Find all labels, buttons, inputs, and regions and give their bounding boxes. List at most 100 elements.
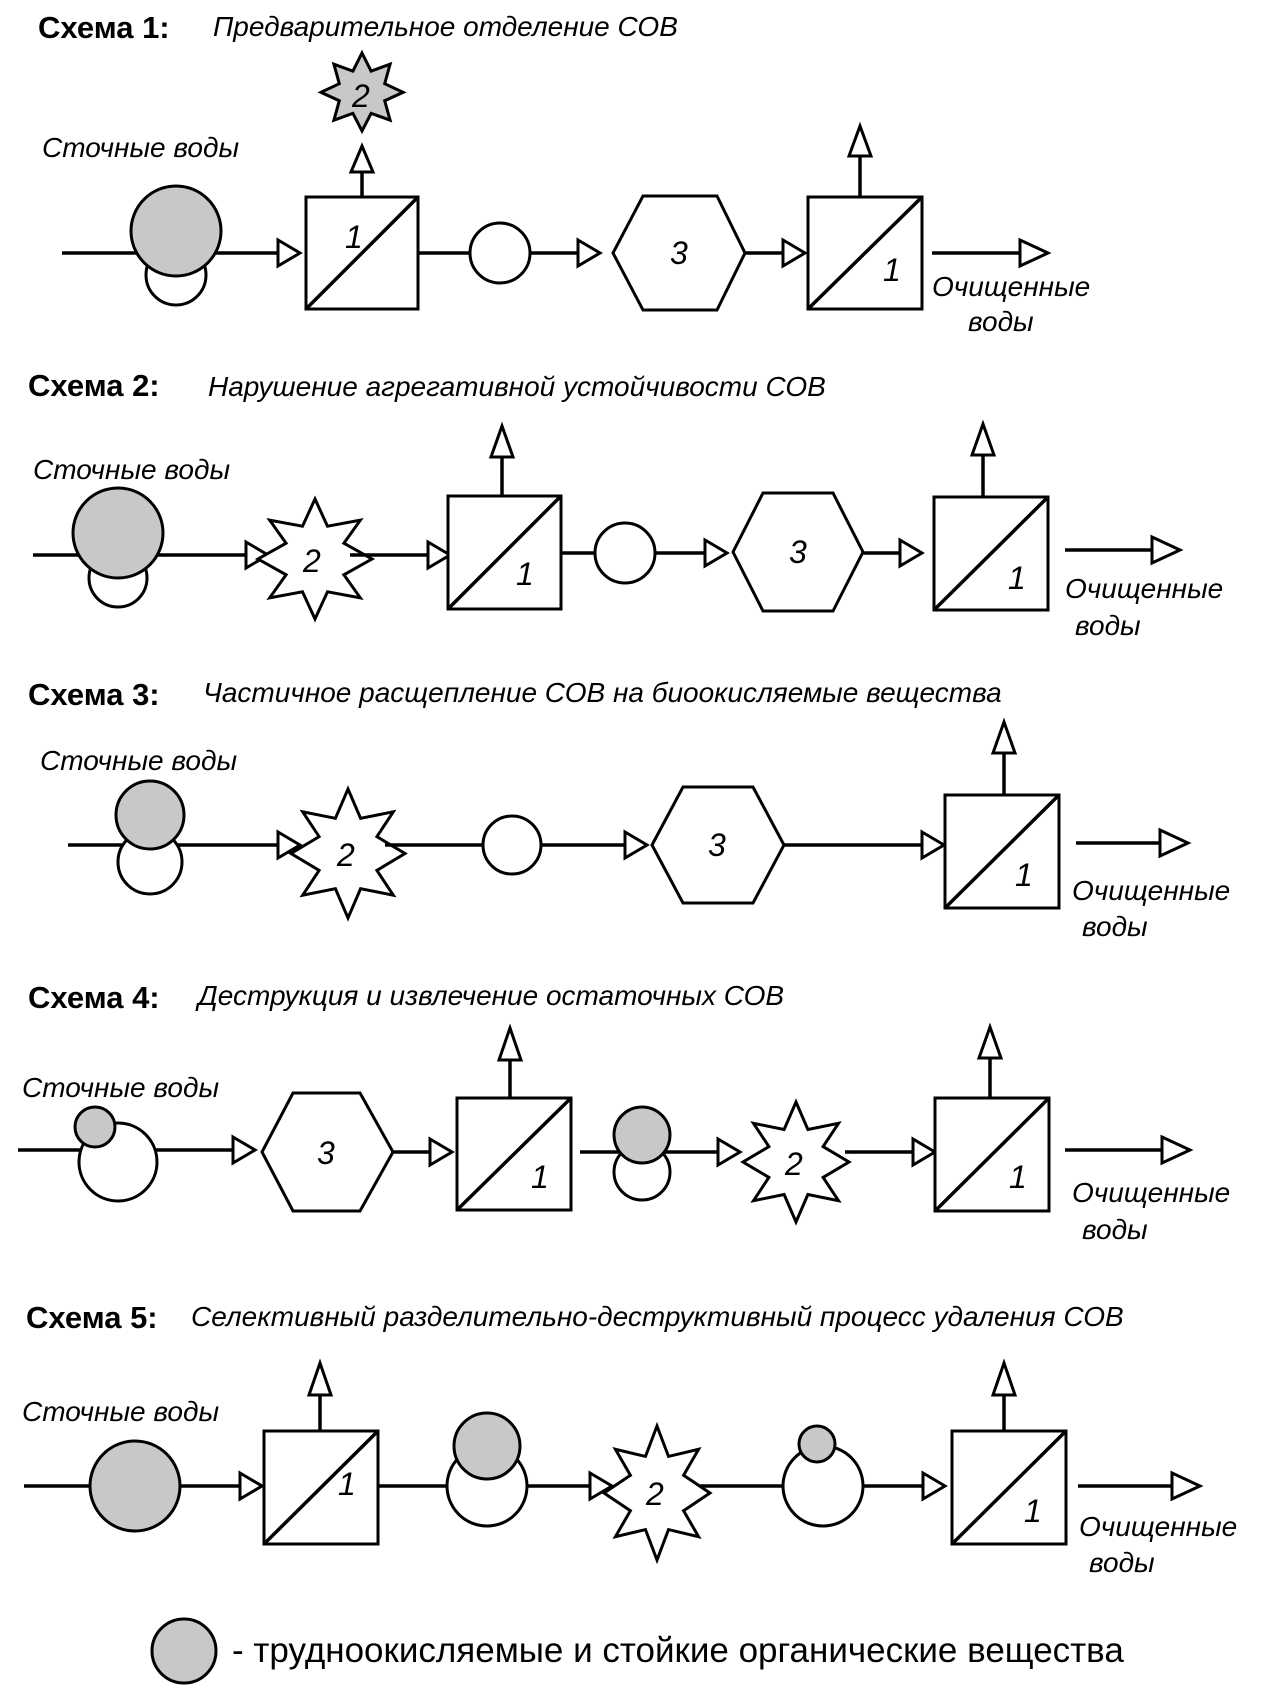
flow-arrowhead — [898, 537, 925, 569]
unit-number: 2 — [336, 837, 355, 873]
flow-arrowhead — [703, 537, 730, 569]
flow-arrowhead — [276, 237, 303, 269]
output-arrowhead — [846, 121, 874, 158]
separation-unit: 1 — [262, 1429, 380, 1546]
flow-arrowhead — [781, 237, 808, 269]
gray-particle — [114, 779, 186, 851]
flow-arrowhead — [716, 1136, 743, 1168]
scheme-3-subtitle: Частичное расщепление СОВ на биоокисляем… — [203, 677, 1002, 708]
scheme-2: Схема 2: Нарушение агрегативной устойчив… — [28, 368, 1223, 641]
separation-unit: 1 — [943, 793, 1061, 910]
unit-number: 1 — [338, 1466, 356, 1502]
flow-arrowhead — [231, 1134, 258, 1166]
scheme-1: Схема 1: Предварительное отделение СОВ С… — [38, 10, 1090, 337]
destruction-star-unit: 2 — [740, 1098, 852, 1226]
destruction-star-unit: 2 — [317, 49, 407, 135]
outflow-label-line2: воды — [968, 306, 1034, 337]
unit-number: 3 — [708, 827, 726, 863]
output-arrowhead — [976, 1022, 1004, 1060]
unit-number: 1 — [516, 556, 534, 592]
unit-number: 3 — [789, 534, 807, 570]
scheme-2-title: Схема 2: — [28, 368, 160, 403]
inflow-label: Сточные воды — [33, 454, 230, 485]
inflow-label: Сточные воды — [22, 1396, 219, 1427]
unit-number: 3 — [670, 235, 688, 271]
flow-arrowhead — [276, 829, 303, 861]
flow-arrowhead — [426, 539, 453, 571]
outflow-arrowhead — [1150, 534, 1184, 566]
unit-number: 1 — [883, 252, 901, 288]
flow-arrowhead — [576, 237, 603, 269]
output-arrowhead — [306, 1358, 334, 1397]
inflow-label: Сточные воды — [42, 132, 239, 163]
unit-number: 1 — [1015, 857, 1033, 893]
flow-arrowhead — [911, 1136, 938, 1168]
outflow-label-line2: воды — [1082, 911, 1148, 942]
outflow-arrowhead — [1018, 237, 1052, 269]
flow-arrowhead — [623, 829, 650, 861]
flow-arrowhead — [588, 1470, 615, 1502]
outflow-arrowhead — [1170, 1470, 1204, 1502]
gray-particle — [452, 1411, 522, 1481]
separation-unit: 1 — [304, 195, 420, 311]
output-arrowhead — [990, 717, 1018, 755]
gray-particle — [129, 184, 223, 278]
inflow-label: Сточные воды — [22, 1072, 219, 1103]
legend-gray-particle — [150, 1617, 218, 1685]
gray-particle — [612, 1105, 672, 1165]
flow-arrowhead — [238, 1470, 265, 1502]
scheme-1-title: Схема 1: — [38, 10, 170, 45]
bio-hexagon-unit: 3 — [650, 785, 786, 905]
unit-number: 2 — [784, 1146, 803, 1182]
unit-number: 1 — [1009, 1159, 1027, 1195]
outflow-label-line2: воды — [1082, 1214, 1148, 1245]
flow-arrowhead — [428, 1136, 455, 1168]
destruction-star-unit: 2 — [254, 495, 376, 623]
scheme-3: Схема 3: Частичное расщепление СОВ на би… — [28, 677, 1230, 942]
separation-unit: 1 — [933, 1096, 1051, 1213]
gray-particle — [73, 1105, 117, 1149]
separation-unit: 1 — [806, 195, 924, 311]
white-particle — [468, 221, 532, 285]
legend-text: - трудноокисляемые и стойкие органически… — [232, 1631, 1124, 1670]
scheme-4-subtitle: Деструкция и извлечение остаточных СОВ — [195, 980, 784, 1011]
gray-particle — [797, 1424, 837, 1464]
output-arrowhead — [348, 142, 376, 174]
bio-hexagon-unit: 3 — [260, 1091, 395, 1213]
scheme-5-subtitle: Селективный разделительно-деструктивный … — [191, 1301, 1124, 1332]
scheme-4-title: Схема 4: — [28, 980, 160, 1015]
gray-particle — [71, 486, 165, 580]
output-arrowhead — [496, 1023, 524, 1062]
unit-number: 1 — [1008, 560, 1026, 596]
destruction-star-unit: 2 — [288, 785, 408, 922]
bio-hexagon-unit: 3 — [611, 194, 747, 312]
separation-unit: 1 — [446, 494, 563, 611]
separation-unit: 1 — [455, 1096, 573, 1212]
inflow-label: Сточные воды — [40, 745, 237, 776]
output-arrowhead — [969, 419, 997, 457]
outflow-label-line2: воды — [1089, 1547, 1155, 1578]
gray-particle — [88, 1439, 182, 1533]
bio-hexagon-unit: 3 — [731, 491, 865, 613]
unit-number: 2 — [645, 1476, 664, 1512]
scheme-4: Схема 4: Деструкция и извлечение остаточ… — [18, 980, 1230, 1245]
scheme-5: Схема 5: Селективный разделительно-дестр… — [22, 1300, 1237, 1578]
unit-number: 2 — [302, 543, 321, 579]
output-arrowhead — [990, 1358, 1018, 1397]
outflow-label-line1: Очищенные — [932, 271, 1090, 302]
white-particle — [481, 814, 543, 876]
unit-number: 2 — [351, 78, 370, 114]
unit-number: 1 — [1024, 1493, 1042, 1529]
outflow-label-line2: воды — [1075, 610, 1141, 641]
scheme-5-title: Схема 5: — [26, 1300, 158, 1335]
outflow-label-line1: Очищенные — [1072, 875, 1230, 906]
scheme-1-subtitle: Предварительное отделение СОВ — [213, 11, 678, 42]
unit-number: 3 — [317, 1135, 335, 1171]
flow-arrowhead — [921, 1470, 948, 1502]
flow-arrowhead — [920, 829, 947, 861]
unit-number: 1 — [345, 219, 363, 255]
outflow-label-line1: Очищенные — [1065, 573, 1223, 604]
scheme-3-title: Схема 3: — [28, 677, 160, 712]
outflow-arrowhead — [1158, 827, 1192, 859]
